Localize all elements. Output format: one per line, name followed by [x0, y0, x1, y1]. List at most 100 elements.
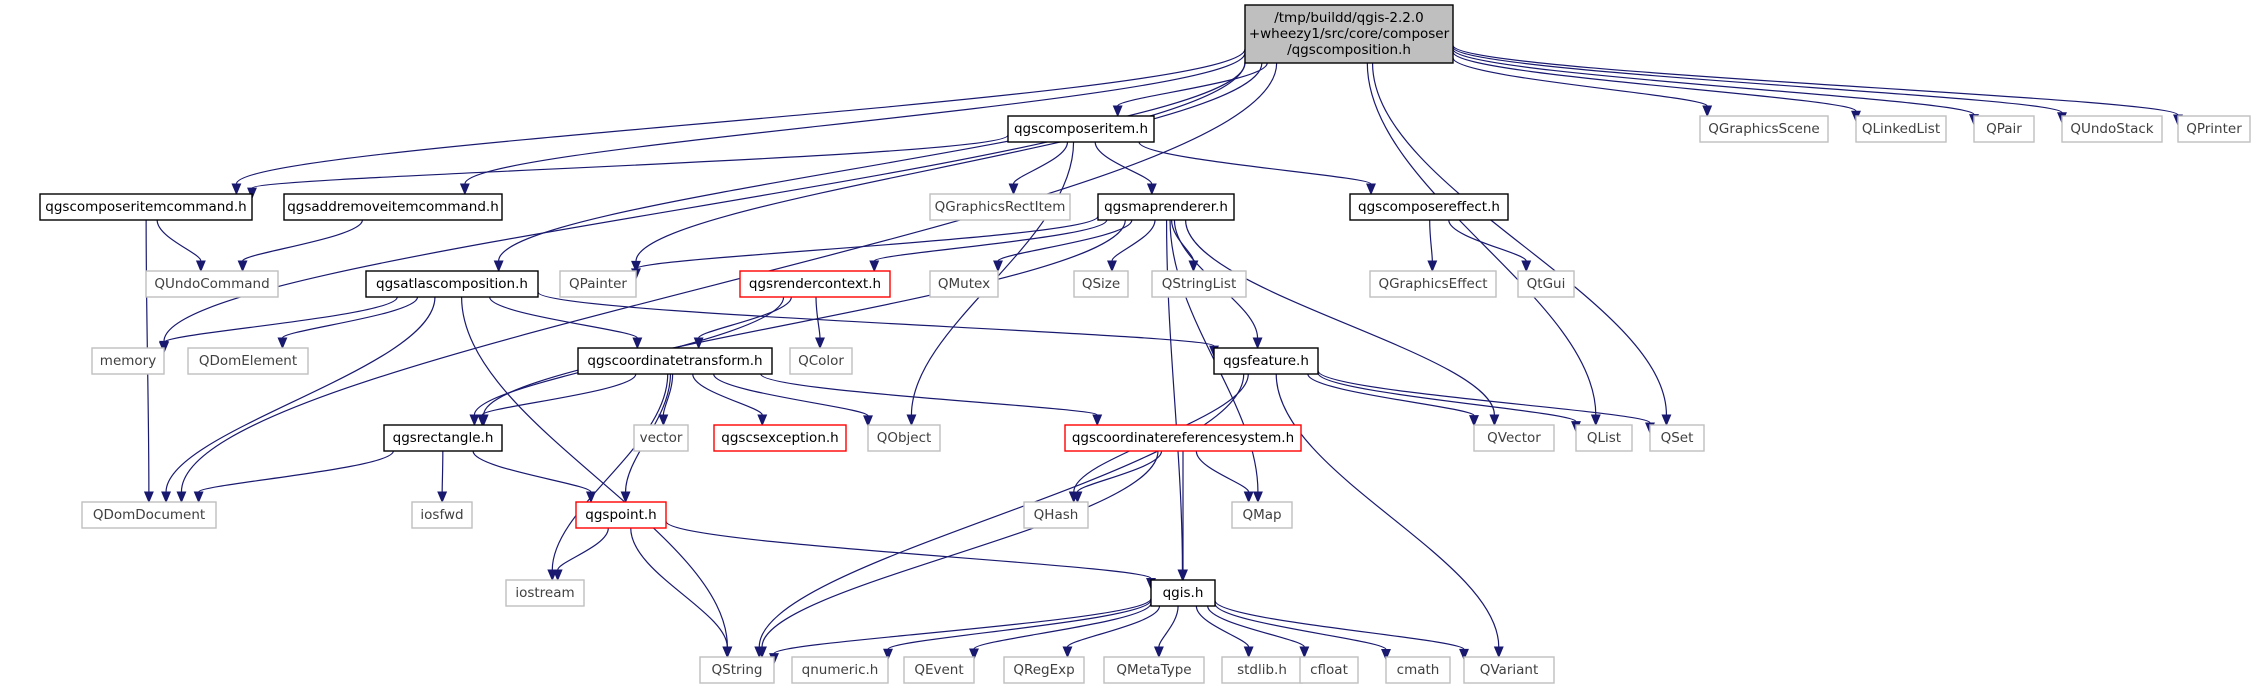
node-QRegExp: QRegExp [1003, 656, 1085, 684]
edge-line [1111, 219, 1156, 262]
node-box [91, 347, 165, 375]
edge-arrowhead [1243, 646, 1254, 659]
node-qgsaddremoveitemcommand[interactable]: qgsaddremoveitemcommand.h [283, 193, 503, 221]
edge-line [156, 219, 202, 262]
edge-line [1448, 219, 1527, 262]
edge-arrowhead [1252, 491, 1263, 504]
node-qgscoordinatetransform[interactable]: qgscoordinatetransform.h [577, 347, 773, 375]
edge-line [758, 373, 1245, 648]
edge-qgsatlascomposition-to-QDomDocument [161, 296, 436, 504]
node-qgis[interactable]: qgis.h [1150, 579, 1216, 607]
edge-arrowhead [1178, 569, 1188, 582]
node-QLinkedList: QLinkedList [1855, 115, 1947, 143]
edge-arrowhead [1702, 105, 1713, 118]
node-qgsfeature[interactable]: qgsfeature.h [1213, 347, 1319, 375]
edge-line [551, 373, 669, 571]
node-box [867, 424, 941, 452]
node-qgspoint[interactable]: qgspoint.h [575, 501, 667, 529]
node-label: memory [100, 353, 156, 369]
edge-line [163, 296, 398, 344]
node-QString: QString [699, 656, 775, 684]
edge-qgsfeature-to-QSet [1317, 370, 1655, 435]
edge-line [635, 62, 1263, 262]
edge-qgsatlascomposition-to-qgsfeature [537, 291, 1219, 358]
node-label: QUndoStack [2070, 121, 2153, 137]
edge-root-to-QUndoStack [1452, 46, 2067, 125]
node-root[interactable]: /tmp/buildd/qgis-2.2.0+wheezy1/src/core/… [1244, 4, 1454, 64]
node-qgsmaprenderer[interactable]: qgsmaprenderer.h [1097, 193, 1235, 221]
node-qgscoordinatereferencesystem[interactable]: qgscoordinatereferencesystem.h [1064, 424, 1302, 452]
edge-qgscomposeritemcommand-to-QUndoCommand [156, 219, 206, 273]
node-memory: memory [91, 347, 165, 375]
node-QMutex: QMutex [929, 270, 999, 298]
edge-line [483, 219, 1126, 416]
edge-line [281, 296, 419, 339]
node-box [1649, 424, 1705, 452]
edge-line [1371, 62, 1668, 416]
edge-qgis-to-qnumeric [883, 599, 1152, 661]
node-label: QSet [1661, 430, 1694, 446]
node-iosfwd: iosfwd [411, 501, 473, 529]
edge-arrowhead [176, 491, 187, 504]
node-box [929, 270, 999, 298]
node-stdlib: stdlib.h [1221, 656, 1303, 684]
node-label: qgsatlascomposition.h [376, 276, 528, 292]
edge-arrowhead [1661, 414, 1672, 427]
edge-line [1138, 141, 1372, 185]
node-label: /tmp/buildd/qgis-2.2.0 [1274, 10, 1424, 26]
edge-qgsfeature-to-QString [754, 373, 1245, 659]
edge-qgspoint-to-QString [630, 527, 733, 659]
edge-line [537, 291, 1215, 347]
edge-line [489, 296, 638, 339]
edge-qgscoordinatetransform-to-iostream [547, 373, 669, 582]
edge-arrowhead [552, 569, 563, 582]
edge-line [698, 296, 792, 339]
edge-qgscoordinatetransform-to-QObject [713, 373, 873, 428]
edge-arrowhead [815, 337, 825, 350]
edge-qgscomposereffect-to-QtGui [1448, 219, 1532, 273]
edge-qgscomposeritem-to-qgscomposereffect [1138, 141, 1376, 196]
edge-qgscoordinatereferencesystem-to-QMap [1195, 450, 1254, 504]
node-box [1517, 270, 1575, 298]
edge-qgsfeature-to-QVector [1307, 373, 1479, 427]
edge-line [1184, 219, 1496, 416]
edge-arrowhead [757, 414, 768, 427]
node-qgsrectangle[interactable]: qgsrectangle.h [383, 424, 503, 452]
node-label: qgis.h [1163, 585, 1204, 601]
node-qgscsexception[interactable]: qgscsexception.h [713, 424, 847, 452]
edge-arrowhead [1299, 646, 1310, 659]
edge-arrowhead [1590, 414, 1601, 427]
node-box [505, 579, 585, 607]
edge-line [441, 450, 444, 493]
edge-arrowhead [863, 415, 873, 428]
node-label: iostream [515, 585, 574, 601]
node-QUndoStack: QUndoStack [2061, 115, 2163, 143]
edge-root-to-QPrinter [1452, 44, 2183, 127]
node-label: QGraphicsRectItem [935, 199, 1066, 215]
node-QDomDocument: QDomDocument [81, 501, 217, 529]
node-qgscomposereffect[interactable]: qgscomposereffect.h [1349, 193, 1509, 221]
edge-arrowhead [195, 260, 206, 273]
node-QHash: QHash [1023, 501, 1089, 529]
edge-qgsmaprenderer-to-QPainter [631, 215, 1099, 281]
node-qnumeric: qnumeric.h [791, 656, 889, 684]
node-qgsrendercontext[interactable]: qgsrendercontext.h [739, 270, 891, 298]
edge-arrowhead [493, 260, 504, 273]
edge-line [163, 61, 1246, 342]
edge-arrowhead [585, 491, 596, 504]
edge-qgsmaprenderer-to-QSize [1107, 219, 1156, 273]
edge-root-to-qgscomposeritem [1112, 62, 1268, 118]
edge-arrowhead [1107, 260, 1117, 273]
edge-qgis-to-stdlib [1195, 605, 1254, 659]
edge-arrowhead [1459, 648, 1469, 661]
edge-line [1214, 600, 1465, 650]
node-qgscomposeritem[interactable]: qgscomposeritem.h [1007, 115, 1155, 143]
node-cfloat: cfloat [1299, 656, 1359, 684]
node-QColor: QColor [789, 347, 853, 375]
edge-arrowhead [231, 183, 242, 196]
node-qgsatlascomposition[interactable]: qgsatlascomposition.h [365, 270, 539, 298]
edge-arrowhead [193, 491, 204, 504]
node-qgscomposeritemcommand[interactable]: qgscomposeritemcommand.h [39, 193, 253, 221]
edge-line [692, 373, 763, 416]
